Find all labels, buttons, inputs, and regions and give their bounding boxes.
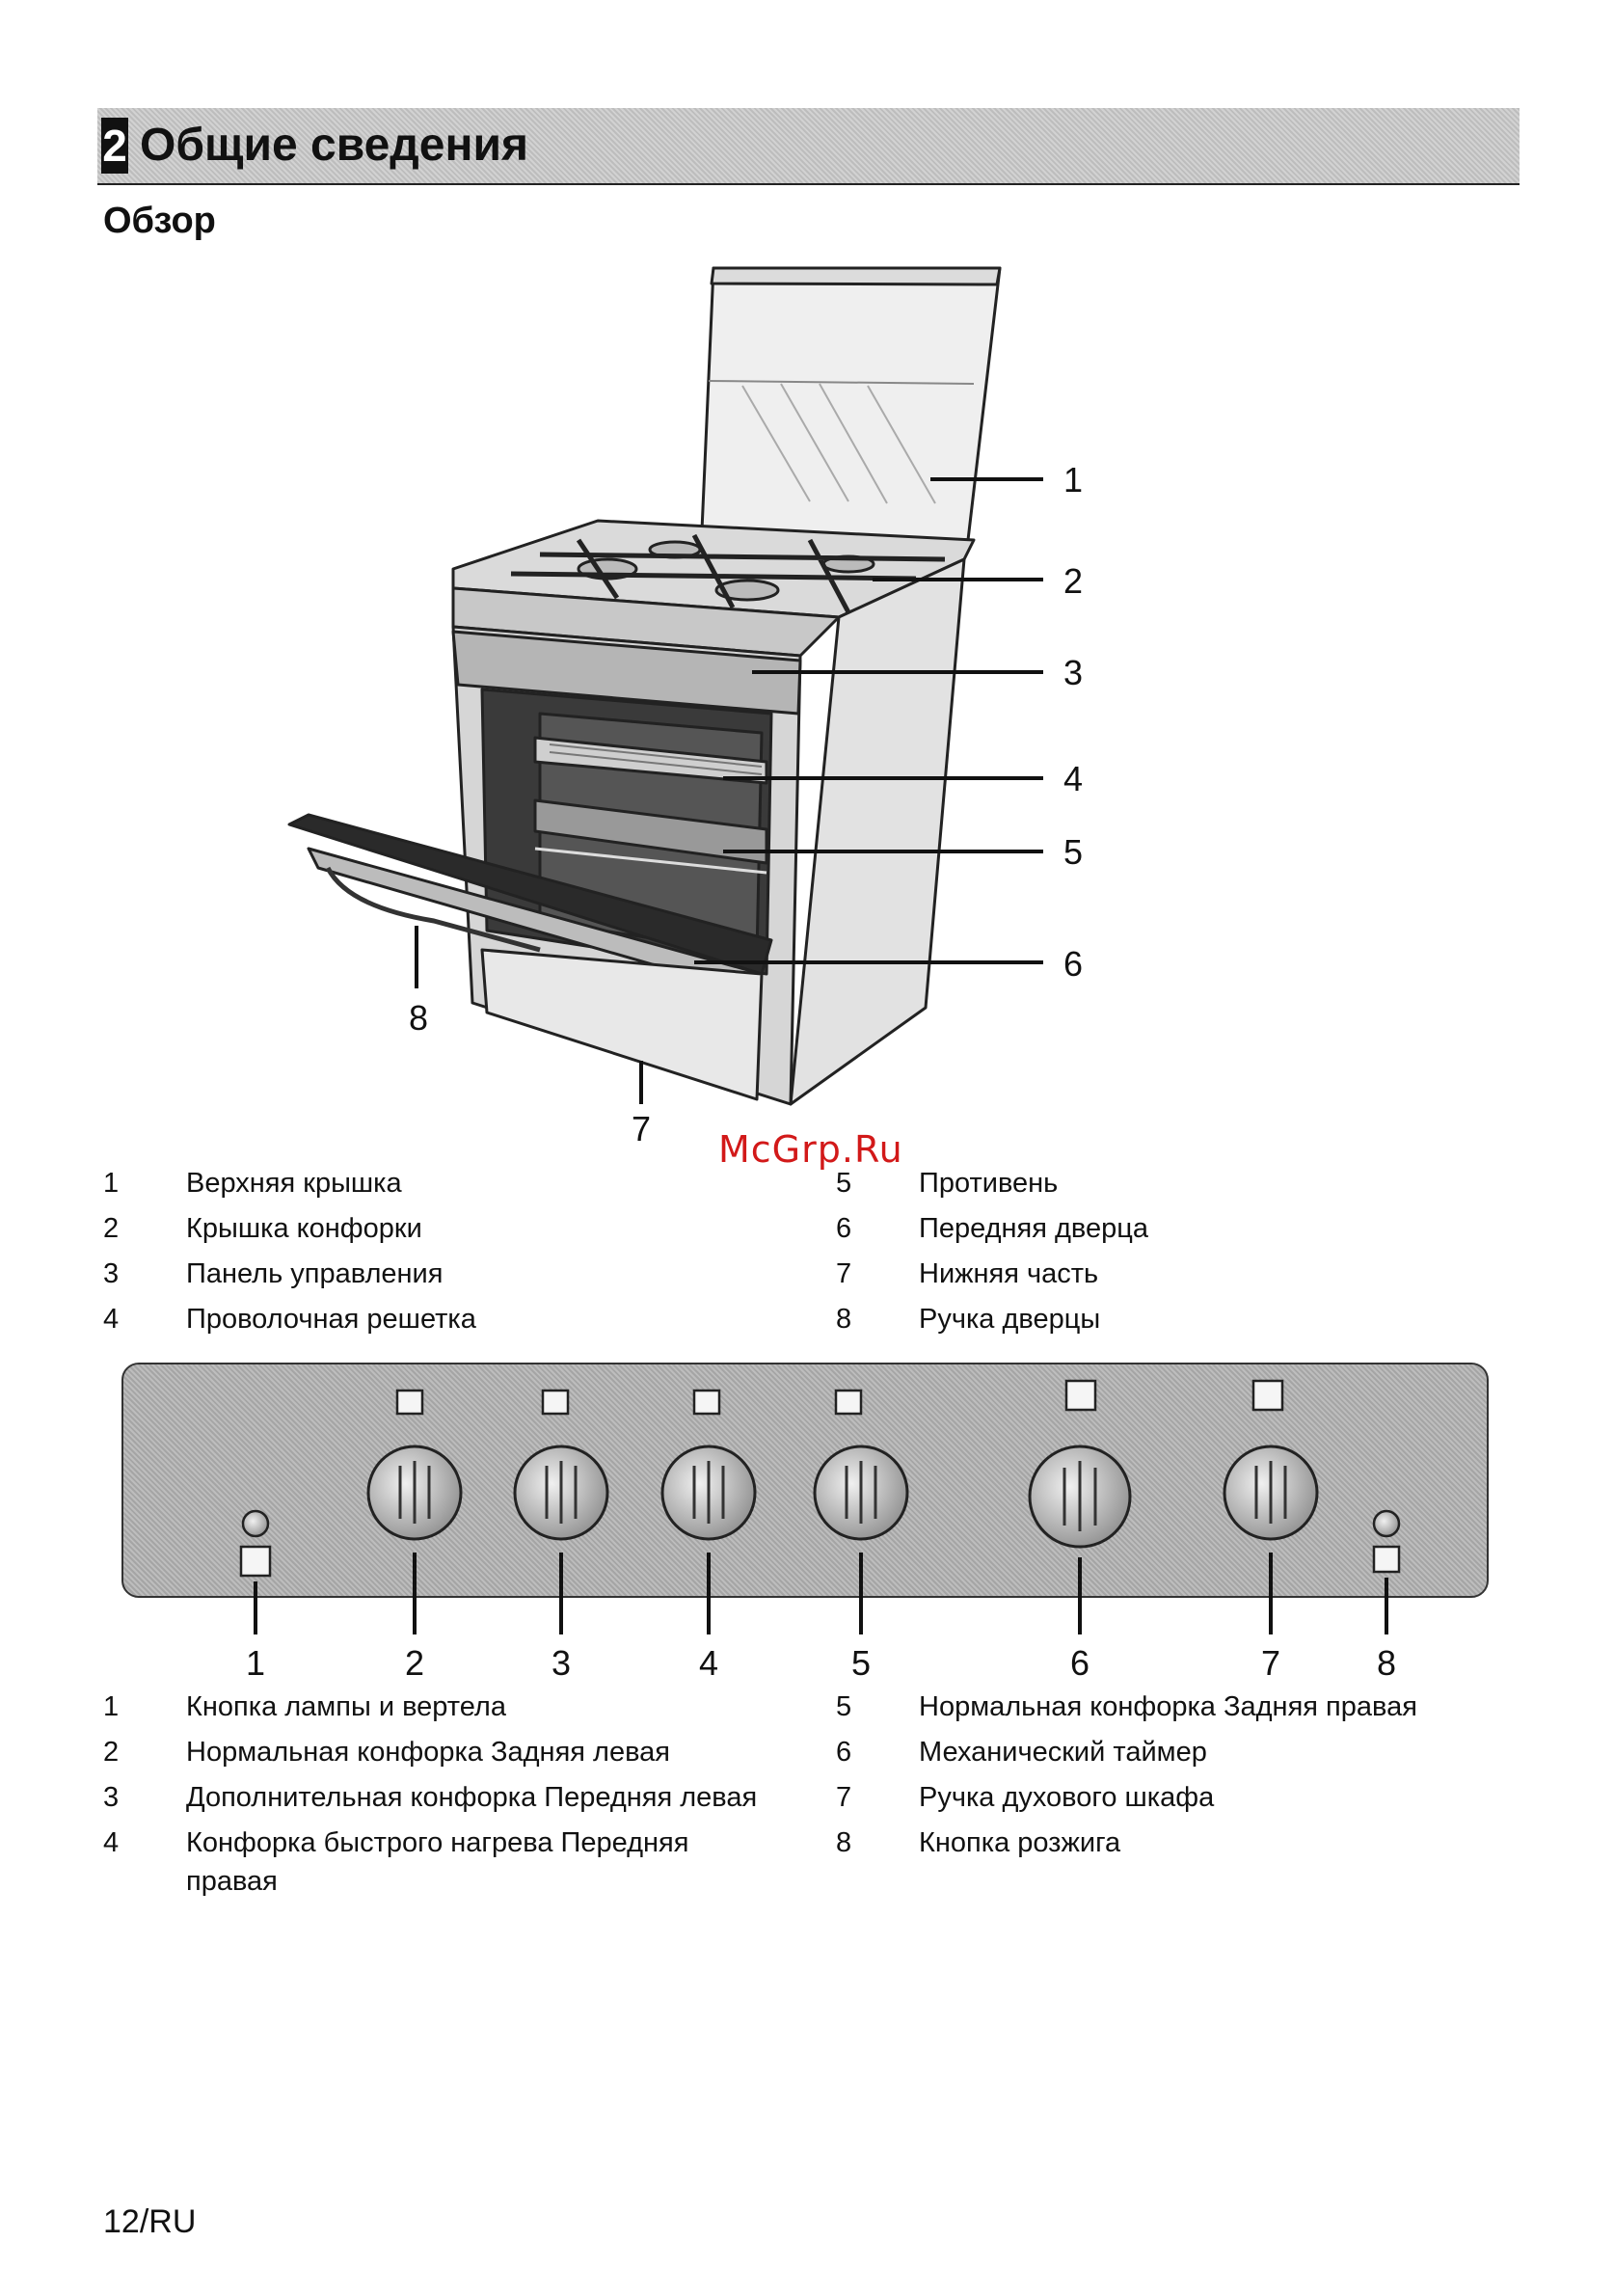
chapter-title: Общие сведения bbox=[140, 120, 528, 171]
legend-num: 5 bbox=[836, 1168, 852, 1199]
legend-text: Кнопка лампы и вертела bbox=[186, 1691, 506, 1722]
legend-num: 4 bbox=[103, 1304, 120, 1335]
legend-num: 2 bbox=[103, 1213, 120, 1244]
panel-callout: 6 bbox=[1070, 1643, 1089, 1683]
page-number: 12/RU bbox=[103, 2203, 197, 2240]
legend-text: Передняя дверца bbox=[919, 1213, 1148, 1244]
stove-callout: 5 bbox=[1063, 832, 1083, 872]
legend-text: Ручка дверцы bbox=[919, 1304, 1101, 1335]
legend-num: 4 bbox=[103, 1827, 120, 1858]
legend-text: Верхняя крышка bbox=[186, 1168, 402, 1199]
legend-text: Нижняя часть bbox=[919, 1258, 1099, 1289]
stove-callout: 4 bbox=[1063, 759, 1083, 798]
stove-callout: 7 bbox=[632, 1109, 651, 1148]
stove-callout: 1 bbox=[1063, 460, 1083, 500]
stove-illustration: 1 2 3 4 5 6 7 8 bbox=[287, 266, 1083, 1148]
legend-text: Механический таймер bbox=[919, 1737, 1207, 1768]
legend-text: Дополнительная конфорка Передняя левая bbox=[186, 1782, 758, 1813]
panel-callout: 8 bbox=[1377, 1643, 1396, 1683]
chapter-number: 2 bbox=[101, 118, 128, 174]
legend-num: 7 bbox=[836, 1258, 852, 1289]
legend-num: 3 bbox=[103, 1782, 120, 1813]
stove-callout: 8 bbox=[409, 998, 428, 1038]
panel-callout: 3 bbox=[551, 1643, 571, 1683]
legend-text: Нормальная конфорка Задняя правая bbox=[919, 1691, 1417, 1722]
stove-callout: 6 bbox=[1063, 944, 1083, 984]
legend-text: Проволочная решетка bbox=[186, 1304, 476, 1335]
panel-callout: 5 bbox=[851, 1643, 871, 1683]
legend-text: Крышка конфорки bbox=[186, 1213, 422, 1244]
legend-text: Панель управления bbox=[186, 1258, 444, 1289]
legend-text: Противень bbox=[919, 1168, 1059, 1199]
legend-num: 6 bbox=[836, 1213, 852, 1244]
legend-text: Конфорка быстрого нагрева Передняя права… bbox=[186, 1827, 689, 1897]
legend-num: 3 bbox=[103, 1258, 120, 1289]
panel-callout: 2 bbox=[405, 1643, 424, 1683]
legend-num: 8 bbox=[836, 1304, 852, 1335]
legend-text: Нормальная конфорка Задняя левая bbox=[186, 1737, 670, 1768]
chapter-header: 2 Общие сведения bbox=[97, 108, 1520, 185]
legend-text: Кнопка розжига bbox=[919, 1827, 1121, 1858]
section-title: Обзор bbox=[103, 201, 216, 241]
control-panel-illustration: 1 2 3 4 5 6 7 8 bbox=[239, 1379, 1401, 1683]
legend-num: 6 bbox=[836, 1737, 852, 1768]
legend-num: 8 bbox=[836, 1827, 852, 1858]
legend-text: Ручка духового шкафа bbox=[919, 1782, 1215, 1813]
legend-num: 2 bbox=[103, 1737, 120, 1768]
legend-num: 5 bbox=[836, 1691, 852, 1722]
stove-callout: 3 bbox=[1063, 653, 1083, 692]
watermark: McGrp.Ru bbox=[718, 1128, 903, 1171]
panel-callout: 1 bbox=[246, 1643, 265, 1683]
stove-callout: 2 bbox=[1063, 561, 1083, 601]
panel-callout: 4 bbox=[699, 1643, 718, 1683]
legend-num: 1 bbox=[103, 1168, 120, 1199]
legend-num: 7 bbox=[836, 1782, 852, 1813]
legend-num: 1 bbox=[103, 1691, 120, 1722]
panel-callout: 7 bbox=[1261, 1643, 1280, 1683]
